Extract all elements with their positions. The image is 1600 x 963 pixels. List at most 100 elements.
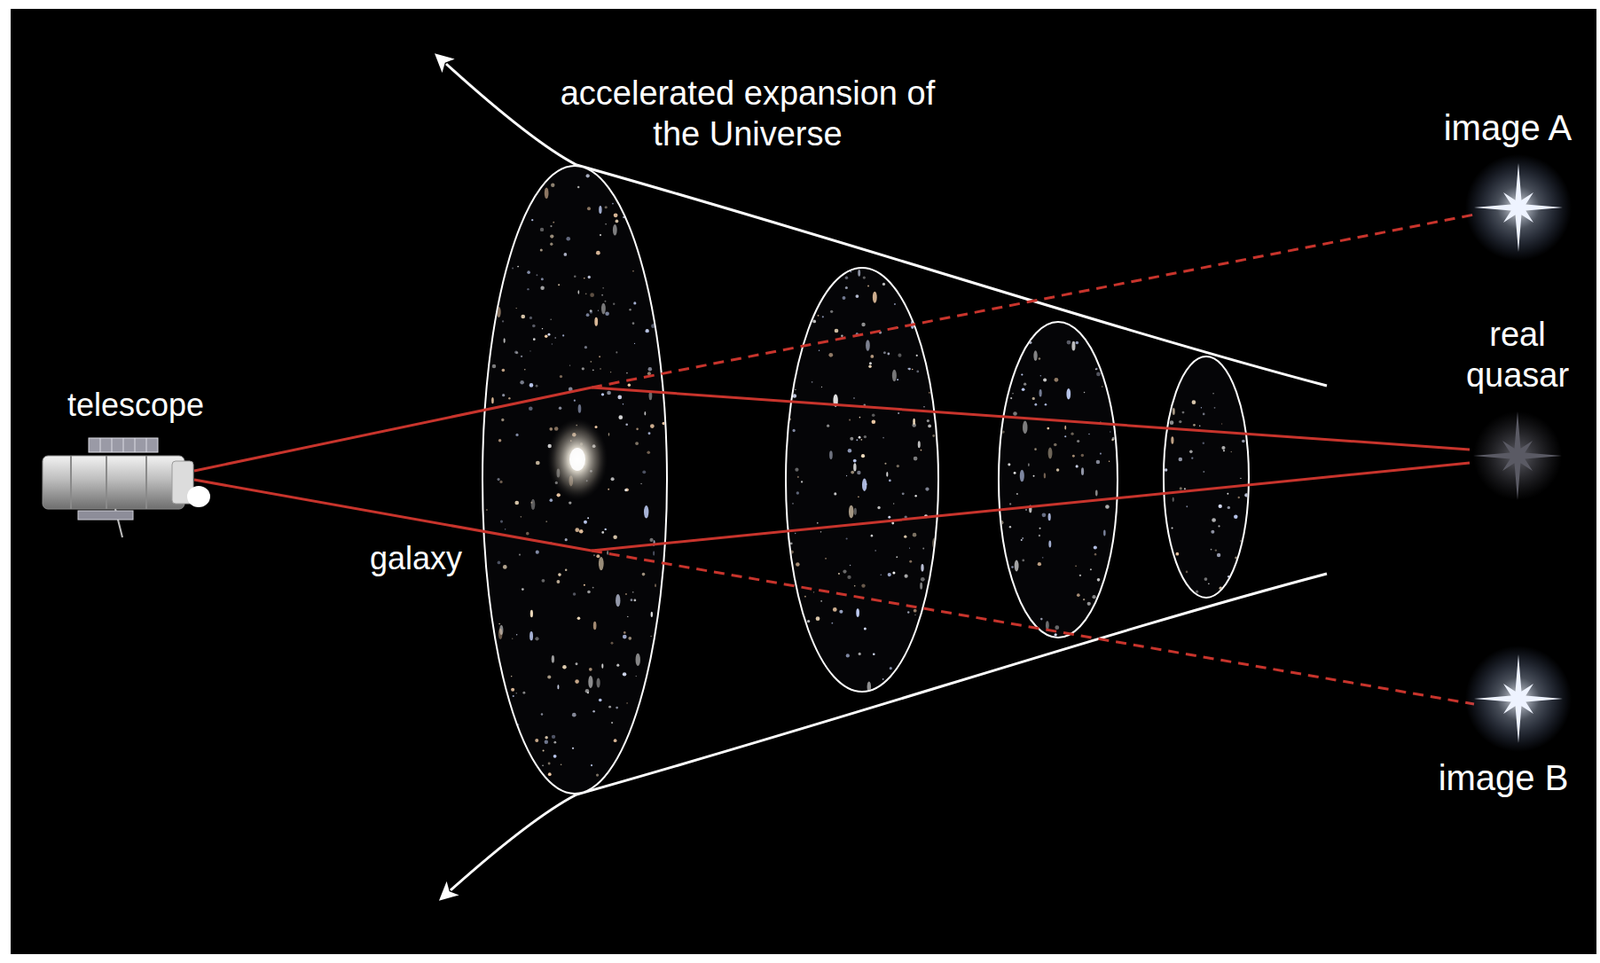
distant-galaxy	[1214, 407, 1216, 409]
distant-galaxy	[496, 478, 500, 481]
distant-galaxy	[654, 583, 656, 588]
distant-galaxy	[831, 622, 833, 625]
distant-galaxy	[896, 464, 900, 468]
distant-galaxy	[540, 285, 544, 290]
distant-galaxy	[520, 516, 523, 518]
distant-galaxy	[625, 423, 628, 426]
distant-galaxy	[1038, 357, 1042, 361]
distant-galaxy	[1033, 350, 1037, 361]
distant-galaxy	[1021, 537, 1024, 540]
distant-galaxy	[501, 418, 504, 422]
distant-galaxy	[521, 588, 525, 591]
distant-galaxy	[522, 691, 526, 695]
expansion-curve	[446, 63, 577, 165]
distant-galaxy	[1046, 427, 1050, 431]
distant-galaxy	[1032, 397, 1036, 400]
distant-galaxy	[1178, 420, 1182, 424]
distant-galaxy	[565, 236, 571, 242]
distant-galaxy	[792, 429, 795, 432]
distant-galaxy	[562, 665, 567, 670]
distant-galaxy	[518, 553, 521, 556]
distant-galaxy	[927, 424, 932, 429]
distant-galaxy	[529, 316, 533, 320]
distant-galaxy	[816, 522, 819, 525]
distant-galaxy	[1109, 431, 1111, 432]
distant-galaxy	[840, 334, 844, 338]
distant-galaxy	[868, 365, 871, 369]
distant-galaxy	[1076, 593, 1081, 597]
distant-galaxy	[1091, 595, 1096, 599]
distant-galaxy	[1088, 433, 1090, 435]
distant-galaxy	[1033, 475, 1036, 478]
distant-galaxy	[573, 400, 576, 402]
distant-galaxy	[491, 397, 495, 404]
distant-galaxy	[497, 561, 502, 565]
distant-galaxy	[578, 290, 581, 294]
distant-galaxy	[838, 572, 840, 575]
distant-galaxy	[611, 477, 615, 481]
distant-galaxy	[598, 556, 604, 571]
distant-galaxy	[1210, 530, 1215, 534]
distant-galaxy	[625, 487, 629, 492]
distant-galaxy	[1170, 436, 1174, 444]
distant-galaxy	[1097, 578, 1101, 582]
aperture-door	[187, 486, 211, 508]
distant-galaxy	[526, 288, 529, 291]
distant-galaxy	[820, 600, 823, 603]
distant-galaxy	[811, 381, 814, 384]
distant-galaxy	[859, 416, 862, 419]
distant-galaxy	[588, 667, 593, 672]
distant-galaxy	[541, 765, 544, 768]
distant-galaxy	[604, 300, 607, 303]
expansion-curve	[576, 573, 1327, 795]
distant-galaxy	[587, 517, 589, 519]
distant-galaxy	[611, 721, 613, 724]
distant-galaxy	[541, 277, 544, 281]
distant-galaxy	[612, 224, 618, 236]
distant-galaxy	[530, 610, 534, 619]
distant-galaxy	[562, 334, 565, 337]
distant-galaxy	[1053, 443, 1058, 448]
distant-galaxy	[911, 368, 914, 371]
panel-line	[100, 438, 102, 453]
distant-galaxy	[1179, 486, 1183, 490]
distant-galaxy	[1014, 560, 1020, 573]
distant-galaxy	[1066, 340, 1072, 346]
distant-galaxy	[508, 397, 510, 400]
distant-galaxy	[792, 502, 794, 505]
distant-galaxy	[1043, 377, 1047, 382]
distant-galaxy	[1103, 530, 1106, 537]
solar-panel	[88, 438, 158, 453]
distant-galaxy	[544, 187, 550, 199]
distant-galaxy	[531, 219, 534, 221]
distant-galaxy	[1048, 541, 1051, 549]
distant-galaxy	[1233, 515, 1238, 519]
distant-galaxy	[817, 314, 820, 317]
distant-galaxy	[895, 556, 898, 558]
distant-galaxy	[1083, 392, 1085, 393]
distant-galaxy	[849, 564, 852, 567]
distant-galaxy	[589, 310, 593, 314]
distant-galaxy	[1040, 375, 1042, 377]
distant-galaxy	[901, 492, 905, 495]
distant-galaxy	[848, 505, 855, 519]
distant-galaxy	[549, 225, 552, 228]
distant-galaxy	[1221, 446, 1225, 450]
distant-galaxy	[598, 698, 603, 703]
distant-galaxy	[549, 234, 554, 238]
distant-galaxy	[1192, 423, 1196, 427]
distant-galaxy	[499, 480, 502, 484]
distant-galaxy	[511, 267, 514, 270]
distant-galaxy	[528, 406, 534, 411]
distant-galaxy	[601, 392, 604, 396]
distant-galaxy	[804, 596, 807, 598]
distant-galaxy	[588, 675, 593, 689]
distant-galaxy	[534, 738, 539, 743]
distant-galaxy	[1094, 553, 1098, 557]
distant-galaxy	[926, 419, 930, 423]
distant-galaxy	[1172, 407, 1176, 416]
distant-galaxy	[516, 307, 518, 309]
distant-galaxy	[544, 736, 548, 739]
diagram-title: accelerated expansion of the Universe	[543, 73, 952, 155]
distant-galaxy	[874, 549, 877, 552]
